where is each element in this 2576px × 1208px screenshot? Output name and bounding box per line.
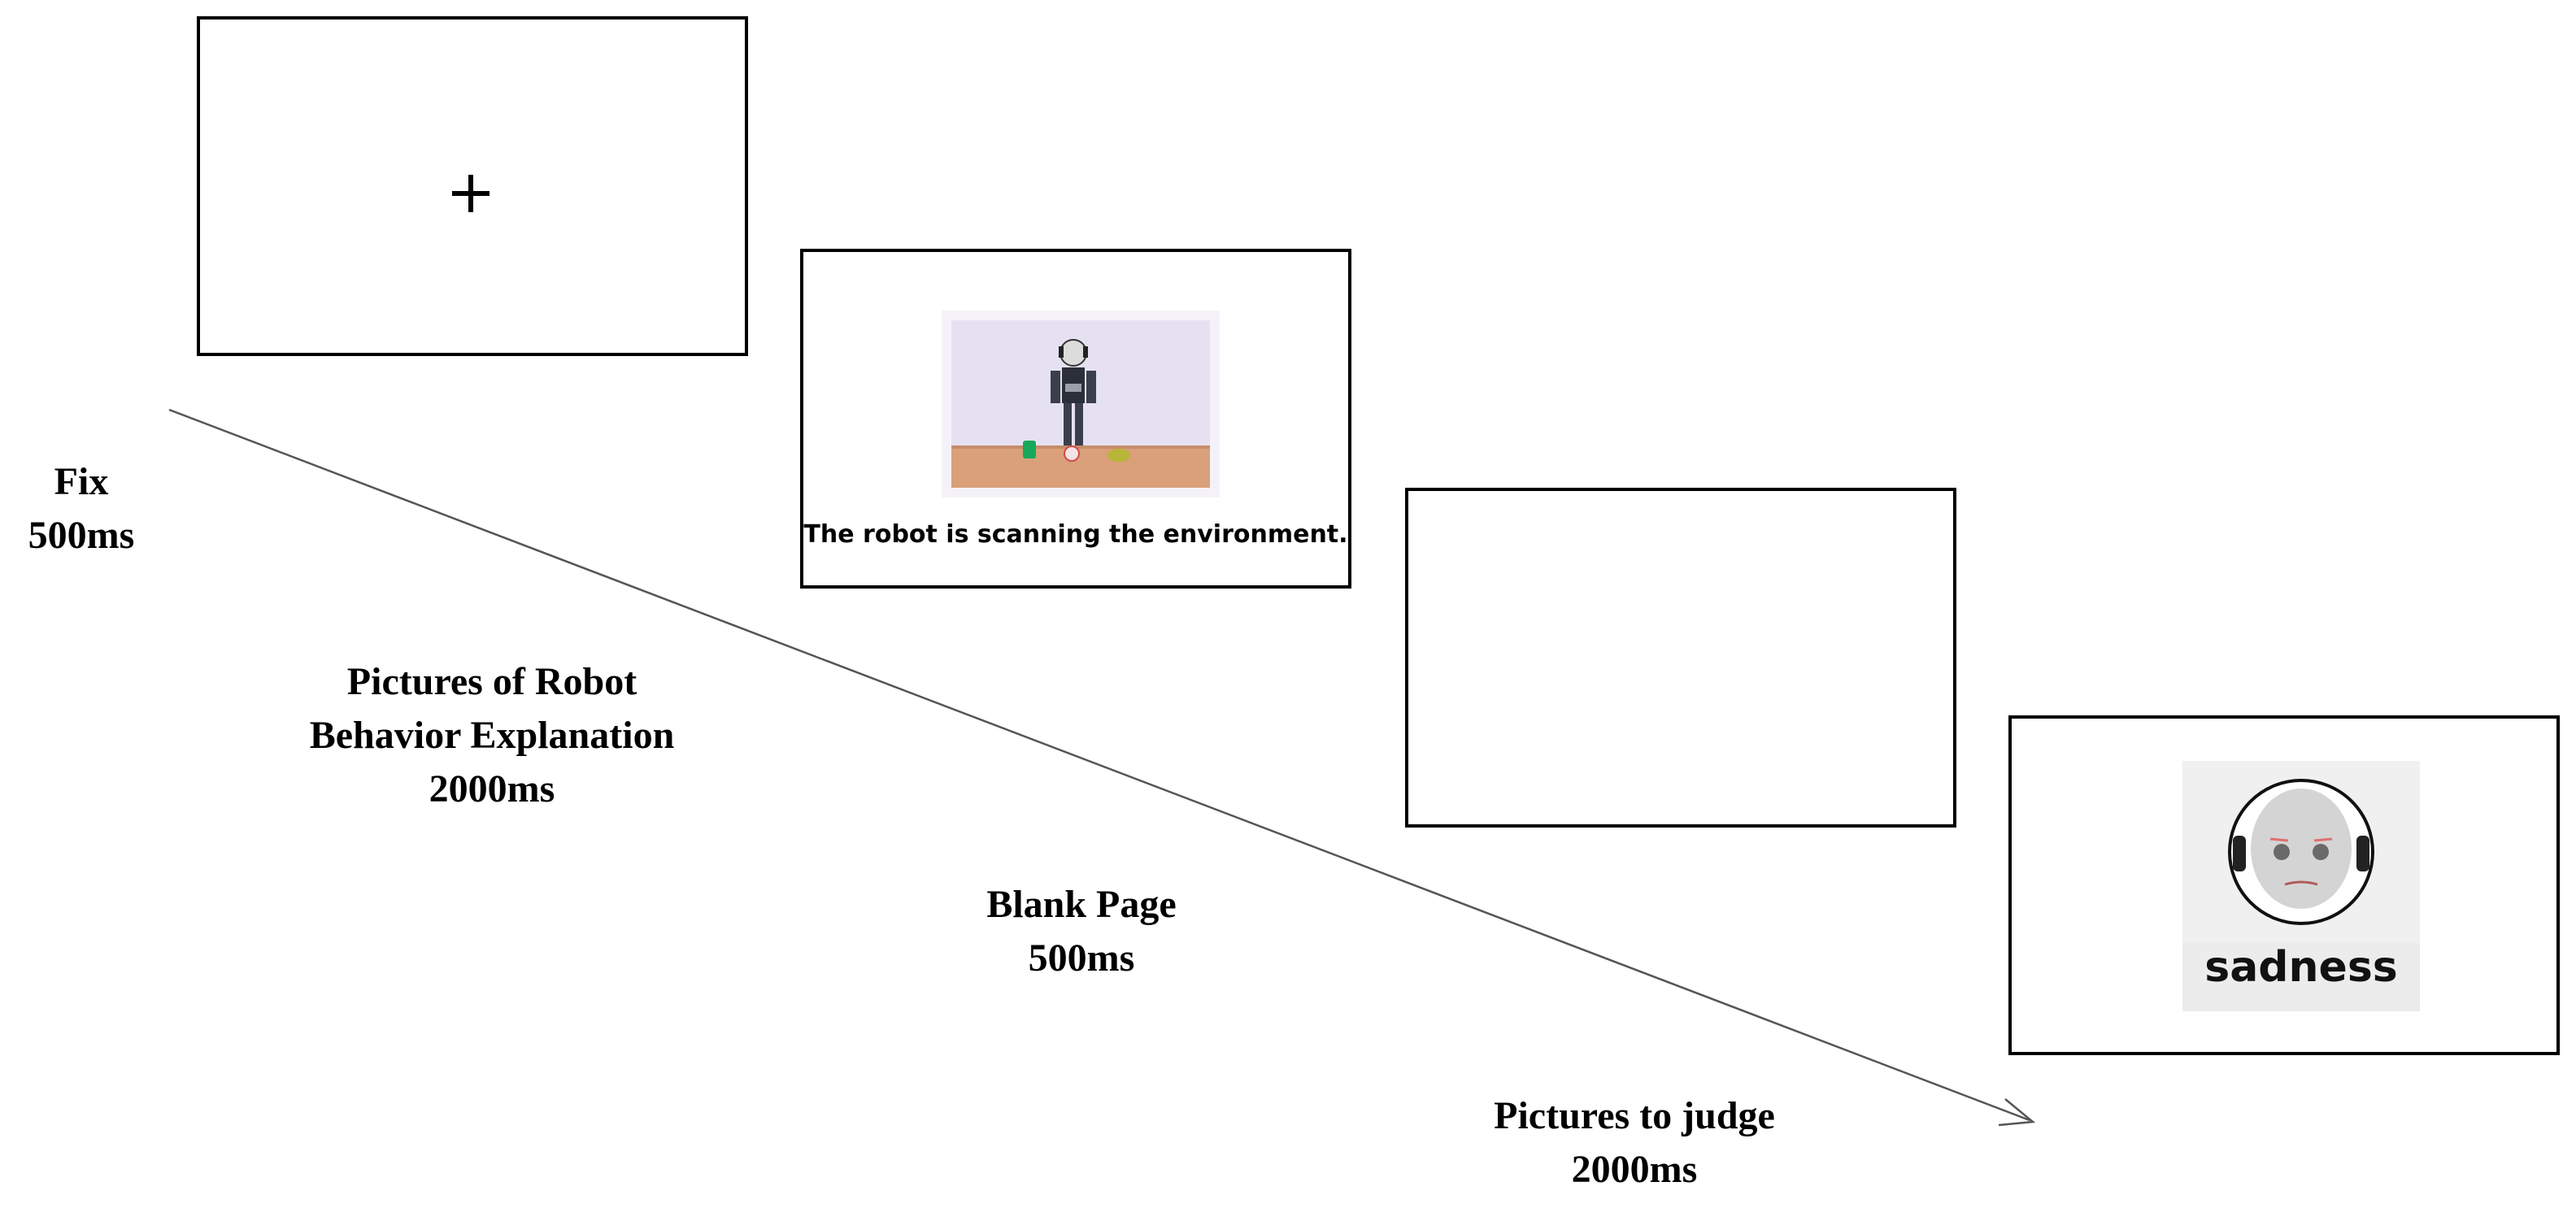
fixation-screen — [197, 16, 748, 356]
explanation-caption: The robot is scanning the environment. — [803, 520, 1348, 549]
fixation-cross-icon — [452, 175, 490, 212]
robot-scene-image — [942, 311, 1220, 498]
timeline-arrow-line — [168, 408, 2030, 1122]
stage-label-explanation: Pictures of Robot Behavior Explanation 2… — [244, 655, 740, 816]
stage-label-judge: Pictures to judge 2000ms — [1431, 1089, 1838, 1197]
stage-label-fix-name: Fix — [54, 460, 109, 503]
timeline-arrowhead — [1998, 1098, 2036, 1127]
emotion-word: sadness — [2204, 943, 2398, 992]
stage-label-fix-duration: 500ms — [28, 514, 135, 557]
stage-label-judge-name: Pictures to judge — [1494, 1094, 1775, 1137]
stage-label-explanation-line2: Behavior Explanation — [309, 714, 675, 757]
stage-label-blank: Blank Page 500ms — [911, 878, 1252, 985]
explanation-screen: The robot is scanning the environment. — [800, 249, 1351, 589]
stage-label-explanation-duration: 2000ms — [429, 767, 555, 810]
stage-label-blank-name: Blank Page — [986, 883, 1177, 926]
stage-label-blank-duration: 500ms — [1028, 936, 1135, 980]
stage-label-explanation-line1: Pictures of Robot — [346, 660, 637, 703]
blank-screen — [1405, 488, 1956, 828]
judge-screen: sadness — [2008, 715, 2560, 1055]
stage-label-fix: Fix 500ms — [0, 455, 163, 563]
stage-label-judge-duration: 2000ms — [1571, 1148, 1698, 1191]
robot-face-image — [2182, 761, 2420, 1011]
